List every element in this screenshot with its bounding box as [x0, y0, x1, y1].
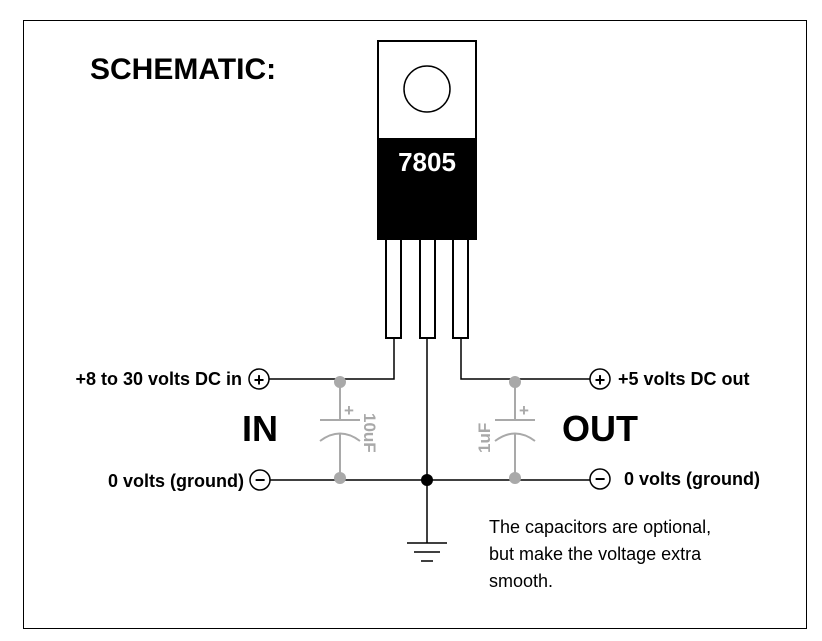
ground-symbol — [407, 542, 447, 562]
regulator-pin-output — [452, 238, 469, 339]
ground-junction-dot — [421, 474, 433, 486]
input-negative-terminal: − — [249, 469, 271, 491]
plus-symbol: + — [595, 370, 606, 390]
mounting-hole — [403, 65, 451, 113]
regulator-part-number: 7805 — [398, 147, 456, 177]
output-section-label: OUT — [562, 408, 638, 449]
output-positive-label: +5 volts DC out — [618, 369, 750, 389]
input-capacitor-value: 10uF — [360, 413, 379, 453]
input-positive-label: +8 to 30 volts DC in — [75, 369, 242, 389]
output-capacitor-value: 1uF — [475, 423, 494, 453]
output-positive-terminal: + — [589, 368, 611, 390]
regulator-pin-input — [385, 238, 402, 339]
minus-terminal-icon — [249, 469, 271, 491]
schematic-title: SCHEMATIC: — [90, 53, 276, 86]
plus-terminal-icon — [248, 368, 270, 390]
output-negative-terminal: − — [589, 468, 611, 490]
output-capacitor: + 1uF — [475, 376, 536, 484]
wires — [269, 338, 590, 543]
input-section-label: IN — [242, 408, 278, 449]
input-capacitor-polarity: + — [344, 401, 354, 420]
output-negative-label: 0 volts (ground) — [624, 469, 760, 489]
note-line: smooth. — [489, 571, 554, 591]
minus-terminal-icon — [589, 468, 611, 490]
input-positive-wire — [269, 338, 395, 380]
note-line: but make the voltage extra — [489, 544, 702, 564]
regulator-pin-ground — [419, 238, 436, 339]
input-positive-terminal: + — [248, 368, 270, 390]
voltage-regulator: 7805 — [377, 40, 477, 339]
plus-symbol: + — [254, 370, 265, 390]
output-positive-wire — [460, 338, 590, 380]
output-capacitor-polarity: + — [519, 401, 529, 420]
capacitor-note: The capacitors are optional, but make th… — [489, 514, 779, 595]
minus-symbol: − — [255, 470, 266, 490]
input-capacitor: + 10uF — [319, 376, 379, 484]
plus-terminal-icon — [589, 368, 611, 390]
regulator-body — [377, 138, 477, 240]
minus-symbol: − — [595, 469, 606, 489]
note-line: The capacitors are optional, — [489, 517, 712, 537]
input-negative-label: 0 volts (ground) — [108, 471, 244, 491]
diagram-frame — [23, 20, 807, 629]
